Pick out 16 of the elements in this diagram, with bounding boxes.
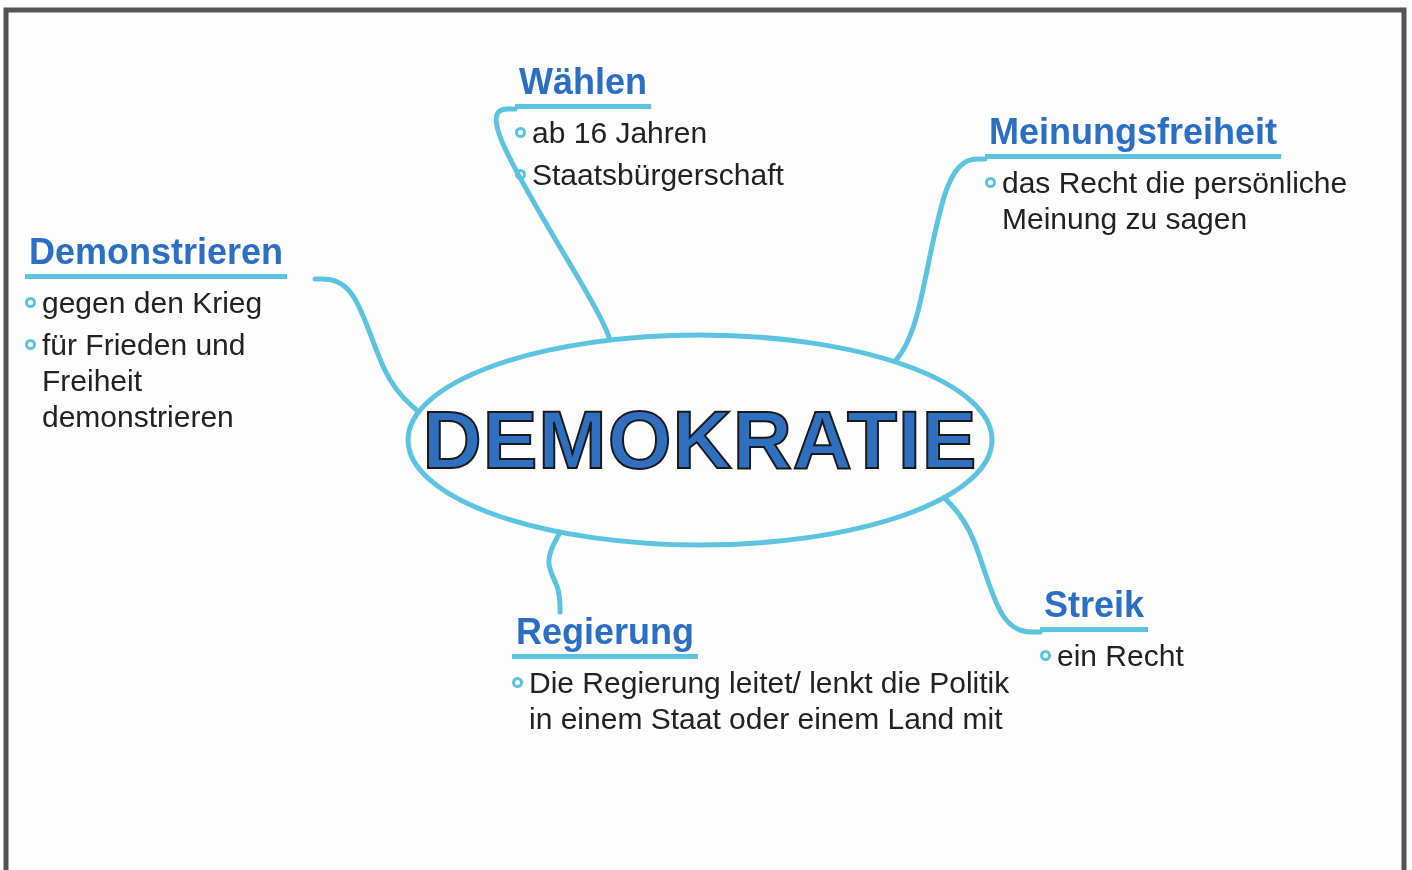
branch-line (312, 276, 420, 413)
center-ellipse (405, 332, 995, 548)
branch-heading: Meinungsfreiheit (985, 112, 1282, 159)
branch-heading: Regierung (512, 612, 698, 659)
branch-heading: Wählen (515, 62, 651, 109)
bullet-text: gegen den Krieg (42, 285, 263, 321)
branch-heading: Demonstrieren (25, 232, 288, 279)
bullet-text: das Recht die persönliche Meinung zu sagen (1002, 165, 1349, 237)
branch-heading: Streik (1040, 585, 1149, 632)
bullet-text: Die Regierung leitet/ lenkt die Politik in einem Staat oder einem Land mit (529, 665, 1011, 737)
bullet-text: Staatsbürgerschaft (532, 157, 784, 193)
bullet-text: ab 16 Jahren (532, 115, 708, 151)
bullet-text: für Frieden und Freiheit demonstrieren (42, 327, 247, 435)
bullet-text: ein Recht (1057, 638, 1184, 674)
branch-line (942, 496, 1043, 635)
central-topic: DEMOKRATIE (422, 393, 978, 487)
